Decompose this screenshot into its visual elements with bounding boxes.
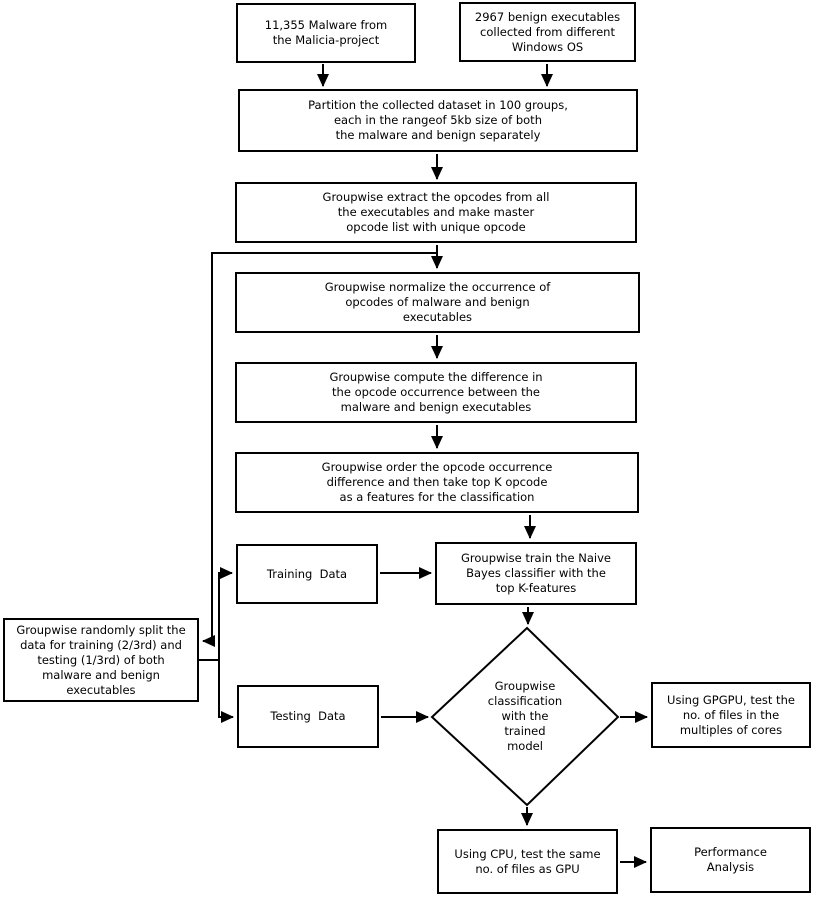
node-label: Groupwise normalize the occurrence of op… (324, 280, 551, 324)
node-partition: Partition the collected dataset in 100 g… (238, 89, 638, 152)
node-train-naive-bayes: Groupwise train the Naive Bayes classifi… (435, 542, 637, 605)
node-label: Using GPGPU, test the no. of files in th… (667, 692, 795, 737)
node-label: Using CPU, test the same no. of files as… (454, 846, 601, 876)
node-label: Groupwise randomly split the data for tr… (16, 622, 186, 697)
node-random-split: Groupwise randomly split the data for tr… (3, 618, 199, 702)
node-label: Groupwise train the Naive Bayes classifi… (460, 551, 611, 595)
node-label: Training Data (266, 566, 348, 581)
node-training-data: Training Data (236, 544, 378, 604)
decision-diamond-shape (430, 626, 620, 807)
edge-extract-to-split (202, 252, 437, 647)
node-label: Performance Analysis (694, 845, 767, 874)
node-compute-diff: Groupwise compute the difference in the … (235, 362, 637, 423)
node-normalize: Groupwise normalize the occurrence of op… (235, 272, 640, 333)
node-label: 11,355 Malware from the Malicia-project (264, 18, 388, 47)
node-label: Groupwise order the opcode occurrence di… (321, 460, 553, 504)
node-gpgpu-test: Using GPGPU, test the no. of files in th… (651, 682, 811, 748)
node-order-topk: Groupwise order the opcode occurrence di… (235, 452, 639, 513)
node-malware-source: 11,355 Malware from the Malicia-project (236, 3, 416, 63)
node-benign-source: 2967 benign executables collected from d… (459, 2, 636, 62)
node-performance-analysis: Performance Analysis (650, 827, 811, 893)
node-extract: Groupwise extract the opcodes from all t… (235, 182, 637, 243)
node-label: Partition the collected dataset in 100 g… (308, 98, 568, 142)
node-label: Groupwise compute the difference in the … (329, 370, 543, 414)
node-label: Testing Data (270, 709, 346, 723)
node-label: 2967 benign executables collected from d… (474, 9, 621, 54)
node-cpu-test: Using CPU, test the same no. of files as… (437, 829, 618, 894)
node-label: Groupwise extract the opcodes from all t… (322, 190, 550, 234)
node-testing-data: Testing Data (237, 685, 379, 748)
